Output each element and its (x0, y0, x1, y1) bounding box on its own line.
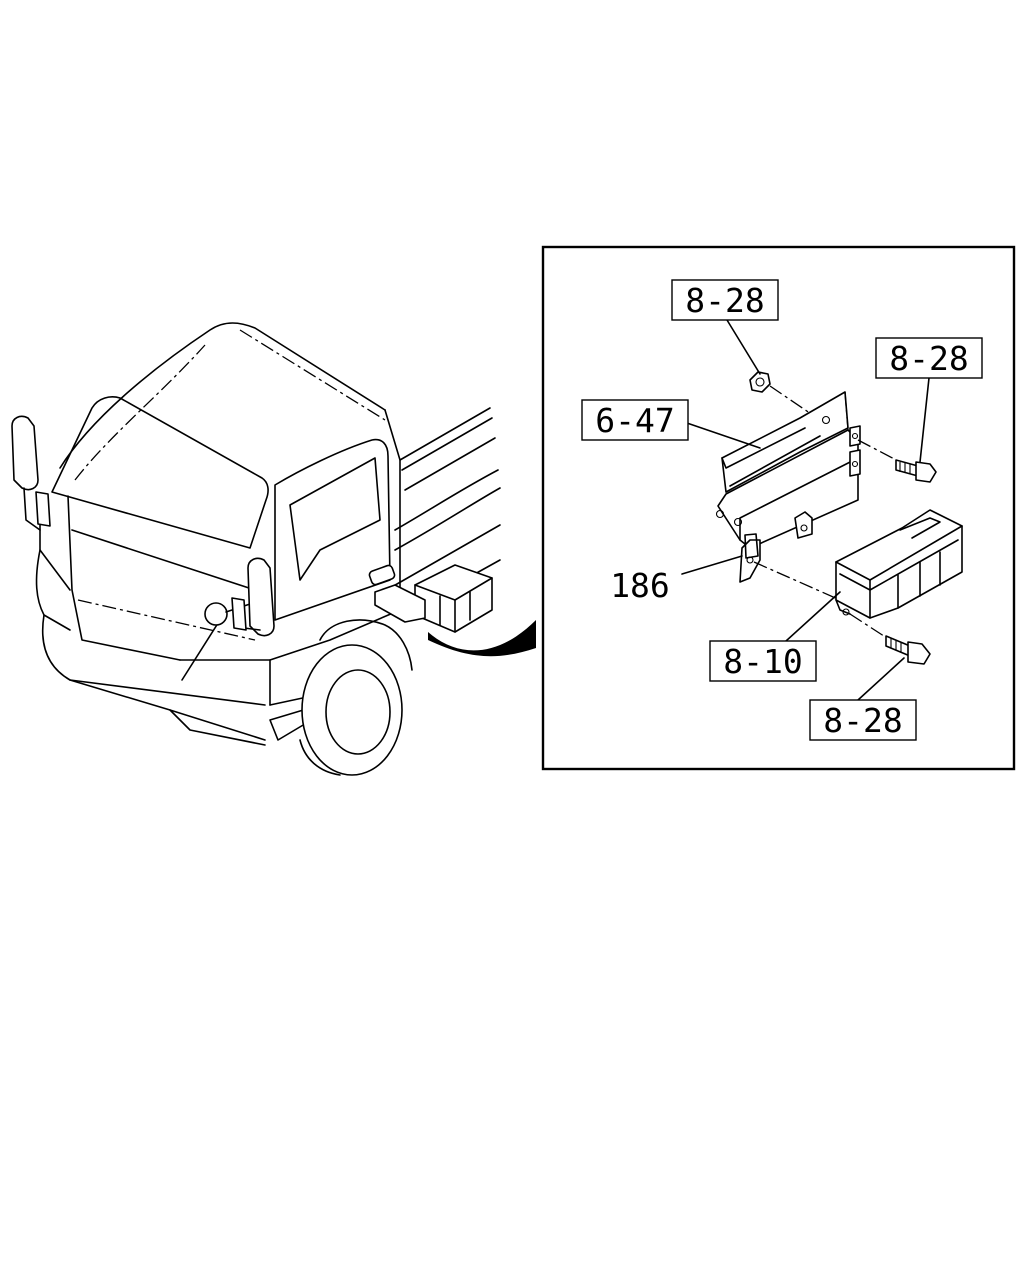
callout-8-28-nut: 8-28 (671, 279, 779, 321)
callout-text: 8-28 (889, 339, 968, 378)
callout-8-10-relay-box: 8-10 (709, 640, 817, 682)
callout-text: 8-10 (723, 642, 802, 681)
callout-8-28-upper-bolt: 8-28 (875, 337, 983, 379)
detail-parts (681, 319, 963, 701)
callout-8-28-lower-bolt: 8-28 (809, 699, 917, 741)
bracket-icon (715, 391, 861, 549)
callout-text: 8-28 (823, 701, 902, 740)
lower-bolt-icon (885, 635, 931, 665)
detail-inset-frame (541, 245, 1016, 771)
nut-icon (749, 371, 771, 393)
mounting-plate-icon (739, 533, 761, 583)
callout-text: 6-47 (595, 401, 674, 440)
callout-text: 8-28 (685, 281, 764, 320)
truck-illustration (11, 322, 536, 776)
callout-text: 186 (610, 566, 670, 605)
callout-6-47-bracket: 6-47 (581, 399, 689, 441)
relay-box-icon (835, 509, 963, 619)
callout-186-plate: 186 (610, 566, 670, 605)
upper-bolt-icon (895, 459, 937, 483)
